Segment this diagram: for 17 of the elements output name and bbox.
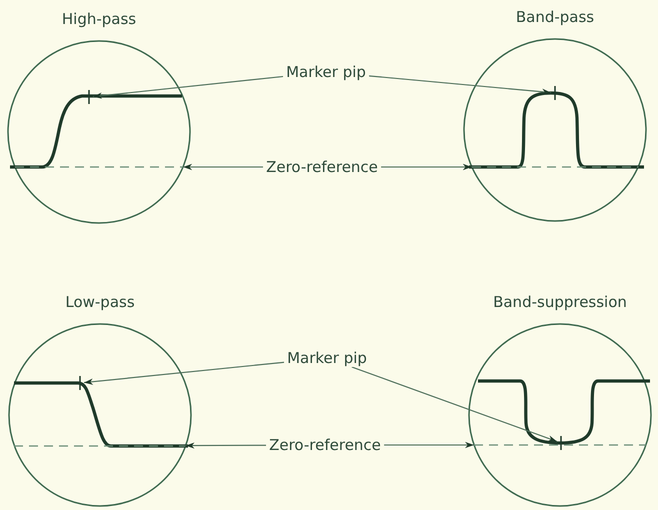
zero-reference-line [14,444,186,448]
zero-reference-line [474,443,646,447]
leader-line [186,442,266,449]
zero-reference-line [14,165,184,169]
leader-line [384,442,474,448]
leader-line [183,164,264,170]
screen-title: Band-suppression [493,293,627,311]
callout-label: Marker pip [283,63,369,81]
screen-title: High-pass [62,10,136,28]
screen-title: Low-pass [65,293,135,311]
leader-line [368,75,552,95]
leader-line [352,366,558,442]
leader-line [84,362,284,385]
screen-title: Band-pass [516,8,594,26]
leader-line [92,76,284,99]
leader-line [380,164,472,170]
zero-reference-line [472,165,638,169]
